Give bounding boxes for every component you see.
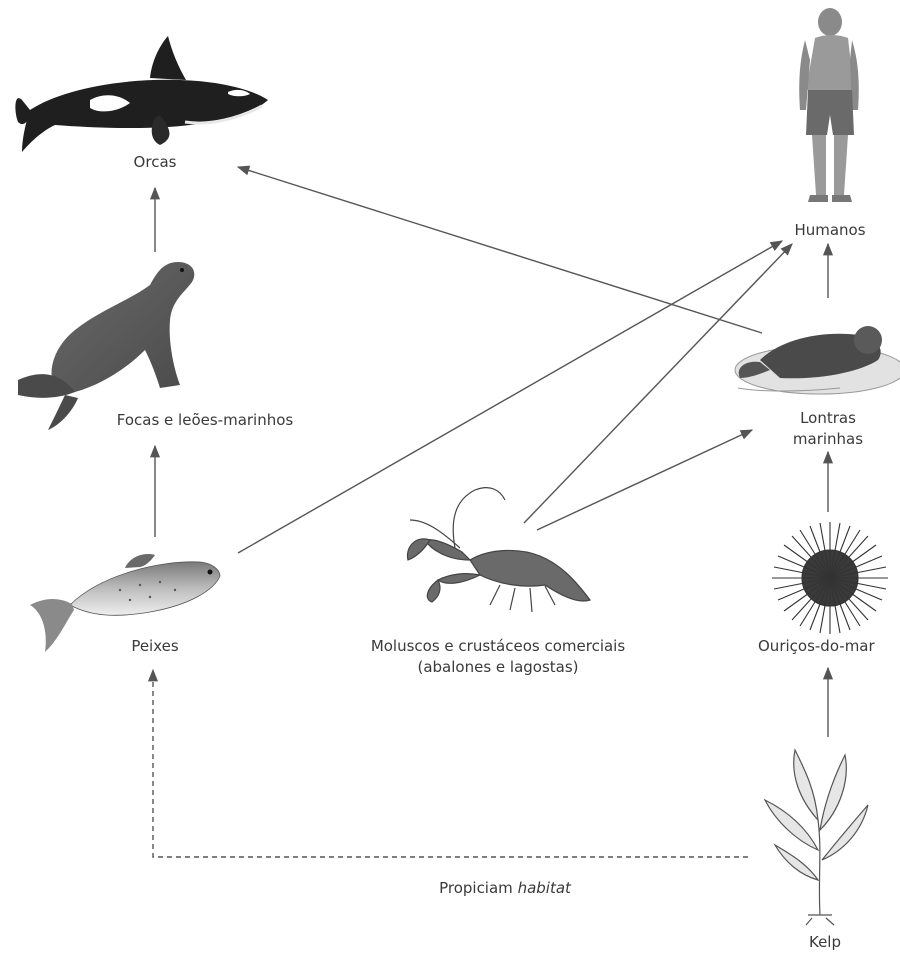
arrow-lontras-to-orcas bbox=[238, 167, 762, 333]
label-orcas: Orcas bbox=[105, 152, 205, 173]
label-moluscos: Moluscos e crustáceos comerciais (abalon… bbox=[348, 636, 648, 678]
lobster-illustration bbox=[407, 488, 590, 612]
label-ouricos: Ouriços-do-mar bbox=[758, 636, 900, 657]
label-focas: Focas e leões-marinhos bbox=[60, 410, 350, 431]
sea-urchin-illustration bbox=[772, 522, 888, 634]
habitat-note-text: Propiciam bbox=[439, 879, 517, 897]
label-peixes: Peixes bbox=[110, 636, 200, 657]
sea-otter-illustration bbox=[735, 326, 900, 394]
arrow-moluscos-to-lontras bbox=[537, 430, 752, 530]
label-moluscos-line2: (abalones e lagostas) bbox=[348, 657, 648, 678]
label-kelp: Kelp bbox=[790, 932, 860, 953]
orca-illustration bbox=[15, 36, 268, 152]
label-lontras: Lontras marinhas bbox=[778, 408, 878, 450]
sea-lion-illustration bbox=[18, 262, 194, 430]
label-lontras-line1: Lontras bbox=[778, 408, 878, 429]
label-lontras-line2: marinhas bbox=[778, 429, 878, 450]
label-humanos: Humanos bbox=[770, 220, 890, 241]
dashed-habitat-arrow bbox=[153, 670, 748, 857]
feeding-arrows bbox=[153, 167, 828, 857]
label-habitat-note: Propiciam habitat bbox=[380, 878, 630, 899]
kelp-illustration bbox=[765, 750, 868, 925]
human-illustration bbox=[799, 8, 859, 202]
arrow-peixes-to-humanos bbox=[238, 241, 782, 553]
habitat-note-italic: habitat bbox=[518, 879, 571, 897]
label-moluscos-line1: Moluscos e crustáceos comerciais bbox=[348, 636, 648, 657]
